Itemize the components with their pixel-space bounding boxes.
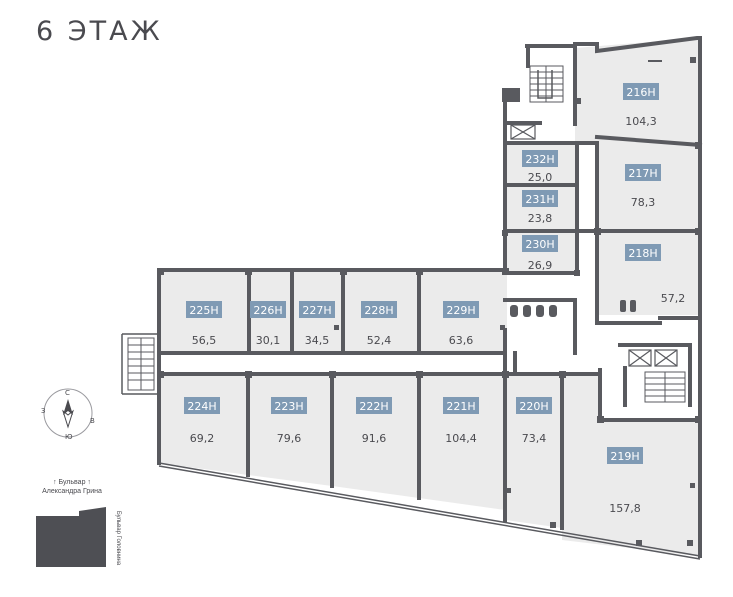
room-label-bg xyxy=(356,397,392,414)
room-number: 219Н xyxy=(610,450,639,463)
room-0[interactable]: 216Н 104,3 xyxy=(623,83,659,128)
room-number: 220Н xyxy=(519,400,548,413)
room-number: 227Н xyxy=(302,304,331,317)
room-5[interactable]: 230Н 26,9 xyxy=(522,235,558,272)
room-number: 222Н xyxy=(359,400,388,413)
room-area: 34,5 xyxy=(305,334,330,347)
room-label-bg xyxy=(623,83,659,100)
room-label-bg xyxy=(625,244,661,261)
room-area: 104,4 xyxy=(445,432,477,445)
room-7[interactable]: 226Н 30,1 xyxy=(250,301,286,347)
stairs-icon xyxy=(529,65,564,103)
room-area: 157,8 xyxy=(609,502,641,515)
room-label-bg xyxy=(271,397,307,414)
room-area: 73,4 xyxy=(522,432,547,445)
room-3[interactable]: 232Н 25,0 xyxy=(522,150,558,184)
toilets-icon xyxy=(510,300,636,317)
room-label-bg xyxy=(184,397,220,414)
room-1[interactable]: 217Н 78,3 xyxy=(625,164,661,209)
room-label-bg xyxy=(516,397,552,414)
room-area: 79,6 xyxy=(277,432,302,445)
room-13[interactable]: 222Н 91,6 xyxy=(356,397,392,445)
room-area: 26,9 xyxy=(528,259,553,272)
stairs-right-icon xyxy=(644,371,686,403)
room-9[interactable]: 228Н 52,4 xyxy=(361,301,397,347)
room-number: 229Н xyxy=(446,304,475,317)
room-label-bg xyxy=(443,397,479,414)
room-11[interactable]: 224Н 69,2 xyxy=(184,397,220,445)
room-14[interactable]: 221Н 104,4 xyxy=(443,397,479,445)
compass-east: В xyxy=(90,417,95,425)
room-area: 57,2 xyxy=(661,292,686,305)
room-area: 69,2 xyxy=(190,432,215,445)
room-number: 217Н xyxy=(628,167,657,180)
street-left-line1: ↑ Бульвар ↑ xyxy=(53,479,91,486)
room-number: 230Н xyxy=(525,238,554,251)
elevator-icon xyxy=(510,124,536,140)
room-area: 30,1 xyxy=(256,334,281,347)
room-number: 232Н xyxy=(525,153,554,166)
room-label-bg xyxy=(625,164,661,181)
room-label-bg xyxy=(250,301,286,318)
room-number: 221Н xyxy=(446,400,475,413)
room-10[interactable]: 229Н 63,6 xyxy=(443,301,479,347)
room-label-bg xyxy=(361,301,397,318)
room-area: 56,5 xyxy=(192,334,217,347)
room-number: 223Н xyxy=(274,400,303,413)
room-label-bg xyxy=(522,235,558,252)
room-number: 225Н xyxy=(189,304,218,317)
building-block-icon xyxy=(36,507,106,567)
page-title: 6 ЭТАЖ xyxy=(36,16,163,47)
street-left-line2: Александра Грина xyxy=(42,488,102,495)
room-number: 216Н xyxy=(626,86,655,99)
stairs-left-icon xyxy=(127,337,155,391)
room-number: 224Н xyxy=(187,400,216,413)
walls xyxy=(157,36,703,558)
room-label-bg xyxy=(299,301,335,318)
room-area: 52,4 xyxy=(367,334,392,347)
room-fills xyxy=(159,38,698,556)
room-number: 228Н xyxy=(364,304,393,317)
pillars xyxy=(157,57,702,546)
room-16[interactable]: 219Н 157,8 xyxy=(607,447,643,515)
street-label-left: ↑ Бульвар ↑ Александра Грина xyxy=(22,478,122,496)
room-number: 218Н xyxy=(628,247,657,260)
room-label-bg xyxy=(522,190,558,207)
rooms: 216Н 104,3 217Н 78,3 218Н 57,2 232Н 25,0 231Н 23,… xyxy=(184,83,685,515)
room-12[interactable]: 223Н 79,6 xyxy=(271,397,307,445)
facade xyxy=(121,333,701,560)
elevator-right-icon xyxy=(628,349,678,367)
room-area: 78,3 xyxy=(631,196,656,209)
room-6[interactable]: 225Н 56,5 xyxy=(186,301,222,347)
room-label-bg xyxy=(186,301,222,318)
street-label-bottom-wrap: Бульвар Головнина xyxy=(113,505,123,575)
room-area: 23,8 xyxy=(528,212,553,225)
room-number: 231Н xyxy=(525,193,554,206)
compass-north: С xyxy=(65,389,70,397)
street-label-bottom: Бульвар Головнина xyxy=(115,510,121,566)
room-2[interactable]: 218Н 57,2 xyxy=(625,244,685,305)
room-area: 104,3 xyxy=(625,115,657,128)
room-label-bg xyxy=(443,301,479,318)
room-number: 226Н xyxy=(253,304,282,317)
room-label-bg xyxy=(522,150,558,167)
compass-south: Ю xyxy=(65,433,73,441)
room-area: 25,0 xyxy=(528,171,553,184)
room-label-bg xyxy=(607,447,643,464)
room-8[interactable]: 227Н 34,5 xyxy=(299,301,335,347)
room-15[interactable]: 220Н 73,4 xyxy=(516,397,552,445)
room-4[interactable]: 231Н 23,8 xyxy=(522,190,558,225)
compass-west: З xyxy=(41,407,46,415)
room-area: 91,6 xyxy=(362,432,387,445)
compass-icon: С Ю В З xyxy=(41,388,95,441)
room-area: 63,6 xyxy=(449,334,474,347)
